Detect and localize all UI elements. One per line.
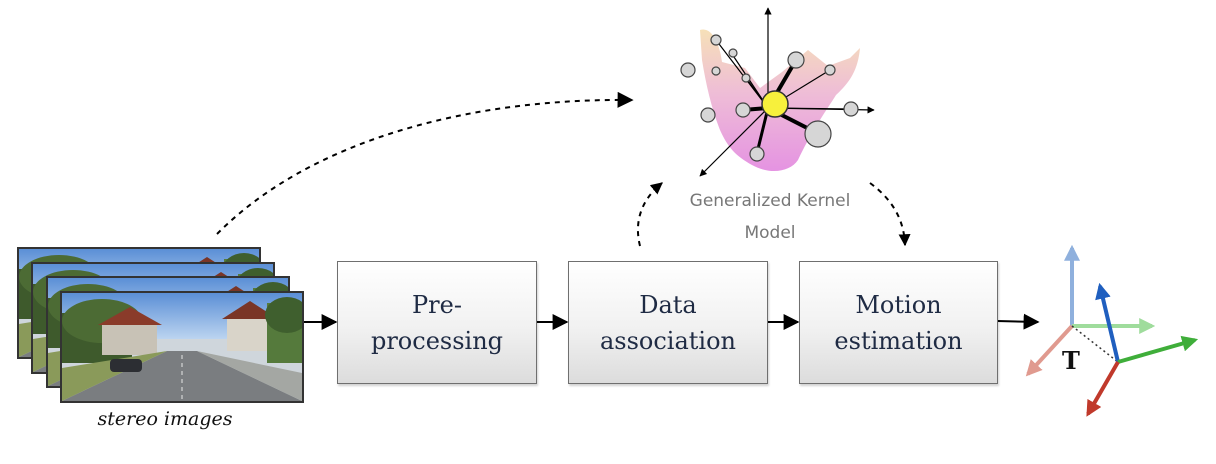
kernel-node xyxy=(824,64,836,76)
reference-frame-z-axis xyxy=(1025,324,1074,377)
moved-frame-y-axis xyxy=(1095,282,1120,363)
kernel-node xyxy=(787,51,805,69)
output-transform-graphic xyxy=(1025,244,1199,417)
dashed-arrow-images-to-kernel xyxy=(216,91,634,235)
kernel-node xyxy=(711,66,721,76)
kernel-model-label-line1: Generalized Kernel xyxy=(689,191,851,211)
kernel-model-label-line2: Model xyxy=(744,223,796,243)
data-association-line1: Data xyxy=(639,290,697,319)
data-association-line2: association xyxy=(599,326,737,355)
kernel-node xyxy=(804,120,832,148)
motion-estimation-box: Motion estimation xyxy=(799,261,998,384)
dashed-arrow-association-to-kernel xyxy=(636,182,663,247)
kernel-node xyxy=(741,73,751,83)
kernel-model-graphic xyxy=(680,7,875,177)
moved-frame-x-axis xyxy=(1117,335,1199,364)
transform-label: T xyxy=(1062,346,1080,375)
kernel-center-node xyxy=(761,90,789,118)
stereo-image-stack xyxy=(17,247,304,403)
moved-frame-z-axis xyxy=(1086,361,1120,417)
kernel-node xyxy=(728,48,738,58)
kernel-node xyxy=(700,107,716,123)
kernel-node xyxy=(749,146,765,162)
preprocessing-line1: Pre- xyxy=(412,290,462,319)
stereo-image-frame-4 xyxy=(60,291,304,403)
kernel-node xyxy=(710,34,722,46)
arrow-motion-estimation-to-output xyxy=(996,313,1040,330)
kernel-node xyxy=(843,101,859,117)
kernel-node xyxy=(735,102,751,118)
kernel-model-label: Generalized Kernel Model xyxy=(660,185,880,249)
motion-estimation-line2: estimation xyxy=(834,326,963,355)
motion-estimation-line1: Motion xyxy=(855,290,942,319)
kernel-node xyxy=(680,62,696,78)
preprocessing-box: Pre-processing xyxy=(337,261,537,384)
stereo-images-caption: stereo images xyxy=(97,408,233,430)
data-association-box: Data association xyxy=(568,261,768,384)
preprocessing-line2: processing xyxy=(370,326,504,355)
